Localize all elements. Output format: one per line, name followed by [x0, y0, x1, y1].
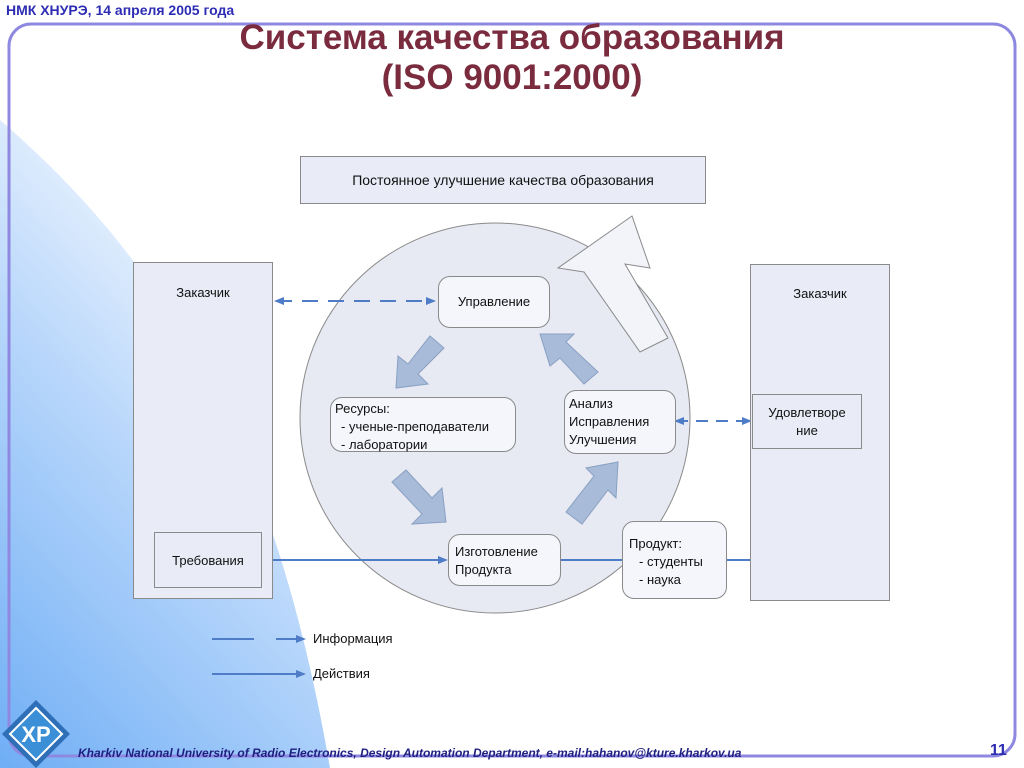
page-number: 11 — [990, 742, 1007, 759]
title-line-1: Система качества образования — [239, 18, 785, 57]
improvement-block-arrow — [556, 215, 669, 353]
logo-text: ХР — [21, 722, 50, 747]
customer-label-left: Заказчик — [176, 285, 230, 300]
product-box: Продукт: - студенты - наука — [622, 521, 727, 599]
footer-text: Kharkiv National University of Radio Ele… — [78, 746, 742, 760]
university-logo: ХР — [2, 700, 70, 768]
production-box: Изготовление Продукта — [448, 534, 561, 586]
management-label: Управление — [457, 294, 531, 309]
resources-line-3: - лаборатории — [341, 437, 428, 452]
continuous-improvement-label: Постоянное улучшение качества образовани… — [352, 172, 654, 188]
legend-information-label: Информация — [313, 631, 393, 646]
product-line-3: - наука — [639, 572, 681, 587]
arrow-analysis-to-management — [539, 333, 599, 385]
production-line-2: Продукта — [455, 562, 512, 577]
satisfaction-line-1: Удовлетворе — [768, 404, 846, 420]
arrow-management-to-resources — [395, 335, 445, 389]
production-line-1: Изготовление — [455, 544, 538, 559]
continuous-improvement-box: Постоянное улучшение качества образовани… — [300, 156, 706, 204]
product-line-1: Продукт: — [629, 536, 683, 551]
resources-line-2: - ученые-преподаватели — [341, 419, 489, 434]
header-text: НМК ХНУРЭ, 14 апреля 2005 года — [6, 2, 235, 18]
customer-label-right: Заказчик — [793, 286, 847, 301]
resources-box: Ресурсы: - ученые-преподаватели - лабора… — [330, 397, 516, 452]
analysis-line-3: Улучшения — [569, 432, 637, 447]
analysis-line-2: Исправления — [569, 414, 650, 429]
legend-actions-label: Действия — [313, 666, 370, 681]
arrow-resources-to-production — [391, 469, 447, 525]
analysis-line-1: Анализ — [569, 396, 613, 411]
product-line-2: - студенты — [639, 554, 703, 569]
requirements-label: Требования — [172, 552, 244, 568]
requirements-box: Требования — [154, 532, 262, 588]
page-title: Система качества образования (ISO 9001:2… — [0, 18, 1024, 98]
resources-line-1: Ресурсы: — [335, 401, 390, 416]
management-box: Управление — [438, 276, 550, 328]
slide-frame — [7, 22, 1017, 758]
analysis-box: Анализ Исправления Улучшения — [564, 390, 676, 454]
satisfaction-line-2: ние — [796, 422, 818, 438]
arrow-production-to-analysis — [565, 461, 619, 525]
satisfaction-box: Удовлетворе ние — [752, 394, 862, 449]
title-line-2: (ISO 9001:2000) — [381, 58, 643, 97]
